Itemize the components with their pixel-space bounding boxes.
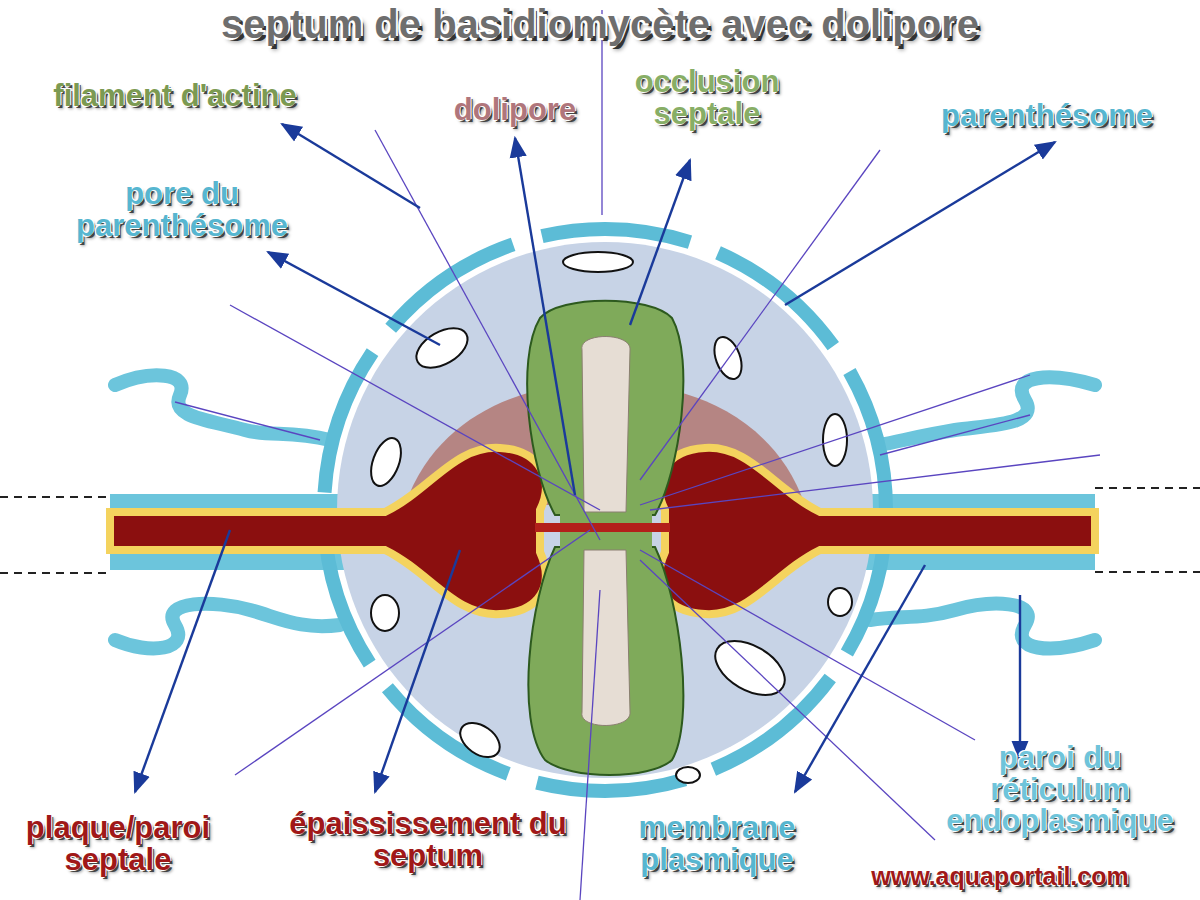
vesicle [410, 320, 474, 376]
dashed-axis [0, 572, 110, 574]
watermark: www.aquaportail.com [800, 864, 1200, 890]
dashed-axis [1095, 487, 1200, 489]
vesicle [828, 588, 852, 616]
pore-membrane [535, 523, 670, 532]
leader-arrow [795, 565, 925, 792]
actin-filament [640, 560, 935, 840]
leader-arrow [1019, 595, 1021, 760]
septal-occlusion [527, 301, 683, 775]
part-label: paroi du réticulum endoplasmique [935, 742, 1185, 837]
leader-arrow [268, 252, 440, 345]
vesicle [676, 767, 700, 783]
septal-occlusion [528, 547, 683, 775]
actin-filament [375, 130, 600, 540]
vesicle [563, 252, 633, 272]
part-label: filament d'actine [5, 80, 345, 112]
actin-filament [580, 590, 600, 900]
actin-filament [880, 415, 1030, 455]
vesicle [365, 434, 407, 490]
vesicle [706, 630, 794, 706]
er-membrane [870, 604, 1095, 649]
actin-filament [640, 550, 975, 740]
actin-filament [235, 530, 590, 775]
occlusion-core [582, 337, 630, 513]
actin-filament [640, 375, 1030, 505]
septal-wall [110, 448, 546, 614]
leader-arrow [515, 138, 575, 495]
leader-arrow [785, 142, 1055, 305]
actin-filament [175, 402, 320, 440]
part-label: pore du parenthésome [32, 178, 332, 241]
er-membrane [880, 377, 1095, 445]
leader-arrow [135, 530, 230, 792]
part-label: plaque/paroi septale [3, 812, 233, 875]
actin-filament [650, 455, 1100, 510]
dashed-axis [1095, 571, 1200, 573]
septal-wall [659, 448, 1095, 614]
vesicle [371, 595, 399, 631]
vesicle [365, 252, 852, 783]
actin-filament [175, 10, 1100, 900]
part-label: membrane plasmique [602, 812, 832, 875]
part-label: parenthésome [897, 100, 1197, 132]
er-membrane [115, 375, 330, 440]
leader-arrow [630, 160, 690, 325]
occlusion-core [582, 550, 630, 726]
dashed-axis [0, 496, 110, 498]
diagram-title: septum de basidiomycète avec dolipore [10, 4, 1190, 45]
part-label: épaississement du septum [283, 808, 573, 871]
part-label: dolipore [405, 94, 625, 126]
leader-arrow [375, 550, 460, 792]
actin-filament [230, 305, 600, 510]
er-membrane [115, 604, 340, 649]
vesicle [454, 716, 506, 764]
part-label: occlusion septale [602, 66, 812, 129]
leader-arrow [282, 124, 420, 208]
